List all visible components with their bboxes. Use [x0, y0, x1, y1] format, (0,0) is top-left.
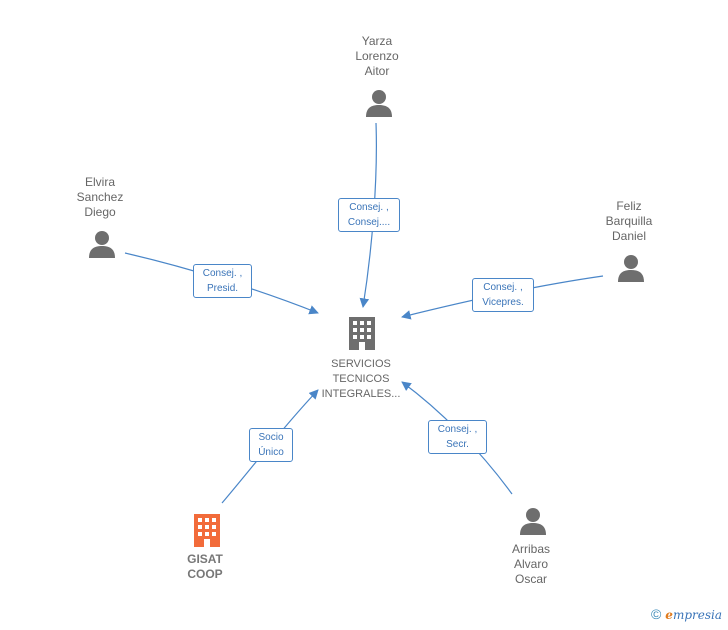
node-label-line: GISAT [187, 552, 223, 566]
edge-label-line: Único [258, 447, 284, 458]
node-label-line: INTEGRALES... [321, 388, 401, 400]
edge-label-line: Consej.... [347, 217, 391, 228]
edge-label-arribas[interactable]: Consej. , Secr. [428, 420, 487, 454]
node-label-feliz[interactable]: Feliz Barquilla Daniel [579, 199, 679, 244]
node-label-line: Daniel [611, 229, 647, 243]
node-label-center[interactable]: SERVICIOS TECNICOS INTEGRALES... [311, 357, 411, 402]
brand-initial: e [665, 608, 673, 622]
brand-name: mpresia [672, 608, 722, 622]
edge-label-line: Consej. , [349, 202, 389, 213]
node-label-line: Lorenzo [355, 49, 399, 63]
edge-label-line: Consej. , [202, 268, 243, 279]
person-icon-yarza [366, 90, 392, 117]
copyright-icon: © [650, 606, 662, 622]
edge-label-line: Vicepres. [482, 297, 524, 308]
node-label-gisat[interactable]: GISAT COOP [155, 552, 255, 582]
node-label-line: Oscar [514, 572, 547, 586]
person-icon-feliz [618, 255, 644, 282]
edge-label-yarza[interactable]: Consej. , Consej.... [338, 198, 400, 232]
node-label-line: Feliz [616, 199, 642, 213]
edge-label-feliz[interactable]: Consej. , Vicepres. [472, 278, 534, 312]
node-label-line: TECNICOS [332, 373, 390, 385]
node-label-line: Aitor [364, 64, 390, 78]
building-icon [349, 317, 375, 350]
edge-label-line: Secr. [446, 439, 469, 450]
node-label-line: SERVICIOS [331, 358, 391, 370]
building-icon-highlight [194, 514, 220, 547]
edge-label-elvira[interactable]: Consej. , Presid. [193, 264, 252, 298]
node-label-line: Sanchez [76, 190, 124, 204]
node-label-line: Barquilla [605, 214, 653, 228]
person-icon-arribas [520, 508, 546, 535]
edge-label-line: Consej. , [437, 424, 478, 435]
node-label-line: Arribas [511, 542, 550, 556]
node-label-line: Diego [84, 205, 116, 219]
edge-label-gisat[interactable]: Socio Único [249, 428, 293, 462]
edge-label-line: Consej. , [483, 282, 523, 293]
node-label-line: Yarza [361, 34, 393, 48]
node-label-yarza[interactable]: Yarza Lorenzo Aitor [327, 34, 427, 79]
node-label-elvira[interactable]: Elvira Sanchez Diego [50, 175, 150, 220]
edge-label-line: Socio [258, 432, 284, 443]
node-label-arribas[interactable]: Arribas Alvaro Oscar [481, 542, 581, 587]
edge-label-line: Presid. [206, 283, 239, 294]
node-label-line: COOP [187, 567, 223, 581]
node-label-line: Elvira [84, 175, 115, 189]
node-label-line: Alvaro [513, 557, 548, 571]
person-icon-elvira [89, 231, 115, 258]
brand-logo: ©empresia [651, 606, 722, 622]
